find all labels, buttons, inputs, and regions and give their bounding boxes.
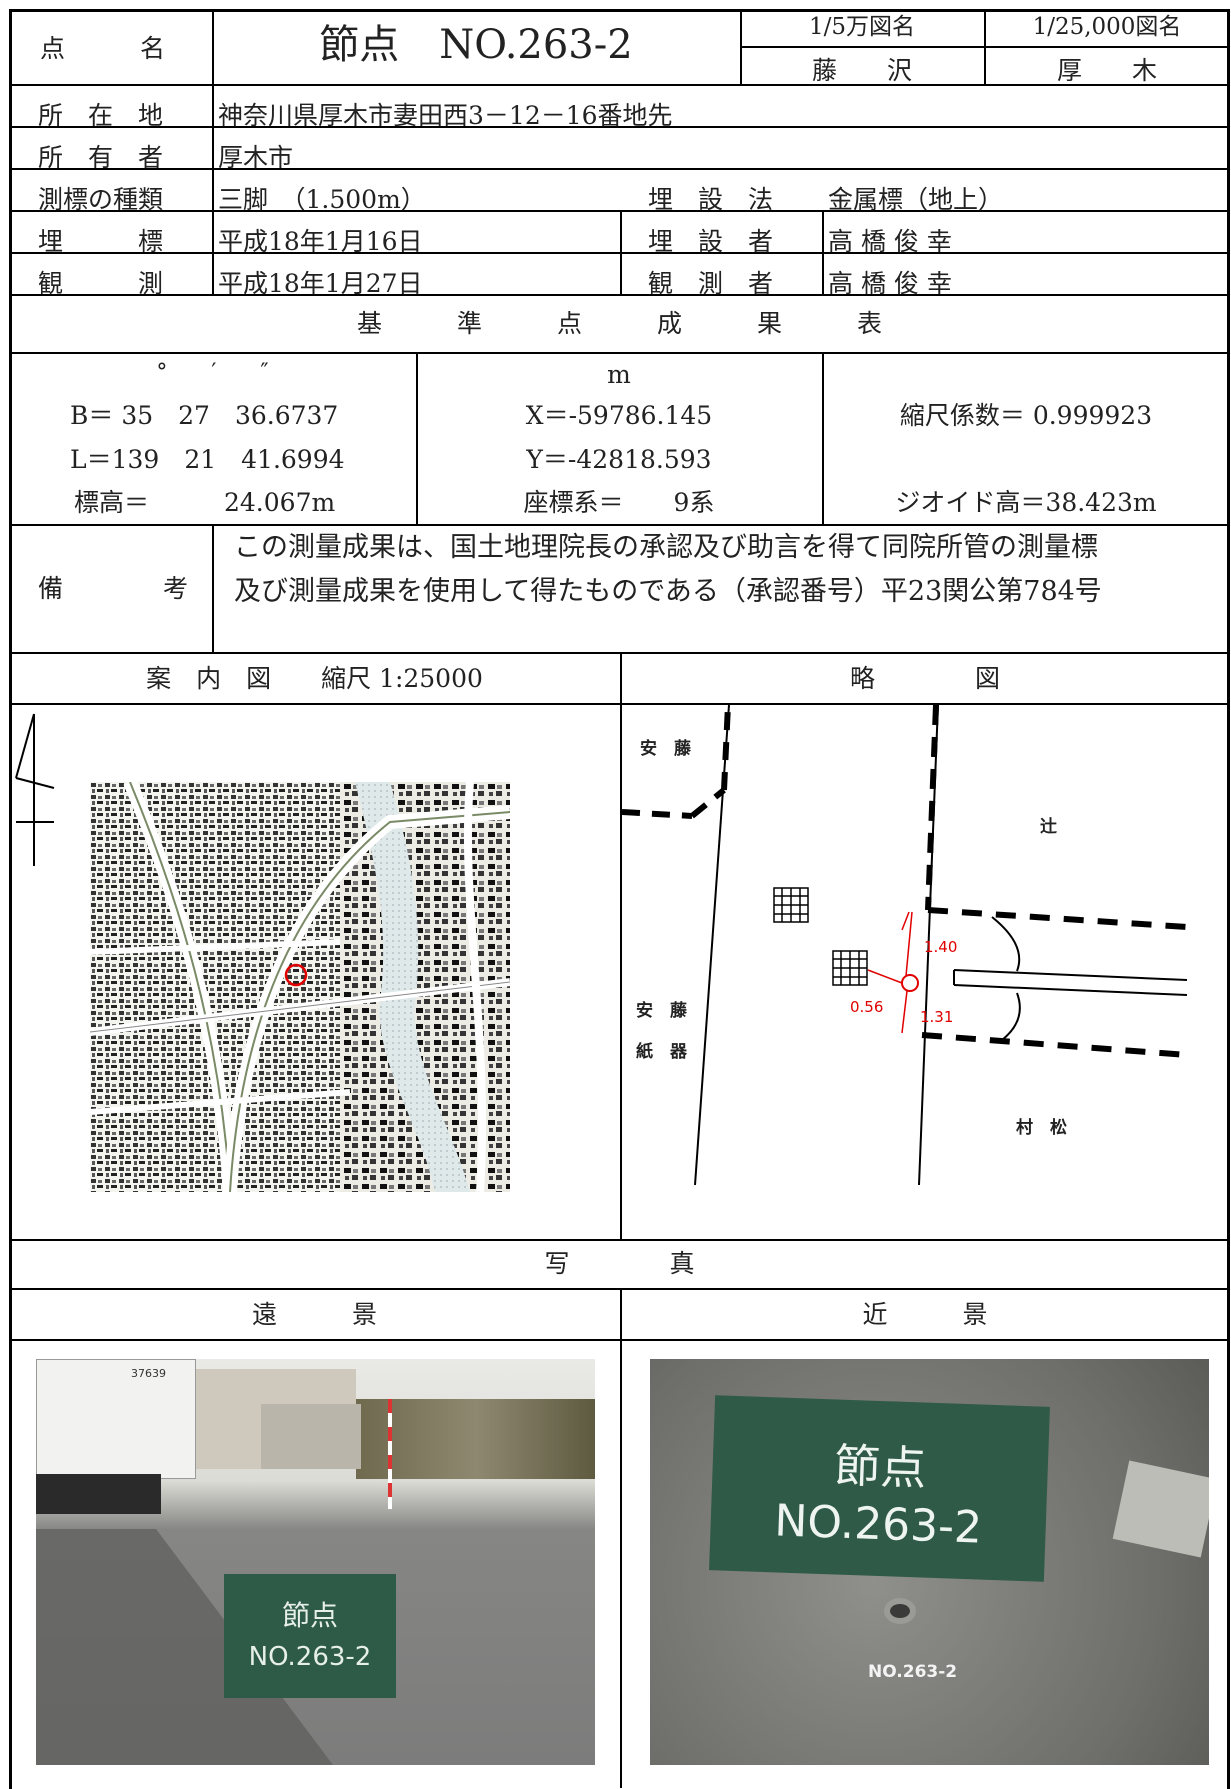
- sketch-label-muramatsu: 村 松: [1016, 1118, 1067, 1138]
- marker-type-label: 測標の種類: [38, 185, 164, 214]
- x-value: X＝-59786.145: [525, 401, 713, 430]
- remarks-line1: この測量成果は、国土地理院長の承認及び助言を得て同院所管の測量標: [234, 532, 1098, 563]
- metal-marker: [890, 1604, 910, 1618]
- observation-label: 観 測: [38, 269, 164, 298]
- board-text-2: NO.263-2: [773, 1495, 983, 1554]
- remarks-label: 備 考: [38, 574, 189, 603]
- results-title: 基 準 点 成 果 表: [356, 309, 882, 338]
- point-name: 節点 NO.263-2: [319, 22, 633, 68]
- point-name-label: 点 名: [40, 34, 166, 63]
- elevation: 標高＝ 24.067m: [74, 488, 336, 517]
- b-value: B＝ 35 27 36.6737: [70, 401, 339, 430]
- board-text-1: 節点: [833, 1438, 928, 1496]
- burier-label: 埋 設 者: [648, 227, 774, 256]
- scale-factor: 縮尺係数＝ 0.999923: [899, 401, 1153, 430]
- map25k-label: 1/25,000図名: [1032, 14, 1182, 40]
- distance-label-2: 0.56: [850, 998, 884, 1016]
- observer-label: 観 測 者: [648, 269, 774, 298]
- truck: [36, 1359, 196, 1479]
- burial-date: 平成18年1月16日: [218, 227, 423, 256]
- sketch-title: 略 図: [849, 664, 1000, 693]
- location-label: 所 在 地: [38, 101, 164, 130]
- l-value: L＝139 21 41.6994: [70, 445, 345, 474]
- map25k-value: 厚 木: [1056, 56, 1157, 85]
- survey-pole: [388, 1399, 392, 1509]
- y-value: Y＝-42818.593: [526, 445, 712, 474]
- far-view-photo: 37639 節点 NO.263-2: [36, 1359, 595, 1765]
- board-text-2: NO.263-2: [248, 1642, 372, 1672]
- north-arrow-icon: [15, 713, 55, 866]
- sketch-label-ando-top: 安 藤: [640, 739, 691, 759]
- truck-chassis: [36, 1474, 161, 1514]
- guide-map-title: 案 内 図 縮尺 1:25000: [146, 664, 483, 693]
- distance-label-3: 1.31: [920, 1008, 954, 1026]
- block-wall: [261, 1404, 361, 1469]
- chalkboard: 節点 NO.263-2: [224, 1574, 396, 1698]
- map50k-value: 藤 沢: [811, 56, 912, 85]
- burier-value: 高 橋 俊 幸: [828, 227, 952, 256]
- chalkboard: 節点 NO.263-2: [709, 1395, 1050, 1582]
- m-unit: m: [607, 360, 631, 389]
- truck-number: 37639: [131, 1367, 166, 1380]
- owner-value: 厚木市: [218, 143, 294, 172]
- sketch-label-shiki: 紙 器: [636, 1042, 687, 1062]
- coord-system: 座標系＝ 9系: [523, 488, 715, 517]
- sketch-label-tsuji: 辻: [1040, 817, 1057, 837]
- near-view-title: 近 景: [862, 1300, 988, 1329]
- tree-hedge: [356, 1399, 595, 1479]
- owner-label: 所 有 者: [38, 143, 164, 172]
- far-view-title: 遠 景: [251, 1300, 377, 1329]
- board-text-1: 節点: [281, 1599, 338, 1632]
- burial-label: 埋 標: [38, 227, 164, 256]
- curb-stone: [1112, 1460, 1209, 1558]
- observation-date: 平成18年1月27日: [218, 269, 423, 298]
- photos-title: 写 真: [544, 1249, 695, 1278]
- sheet-frame: [9, 9, 1230, 1789]
- burial-method-label: 埋 設 法: [648, 185, 774, 214]
- geoid-height: ジオイド高＝38.423m: [895, 488, 1157, 517]
- remarks-line2: 及び測量成果を使用して得たものである（承認番号）平23関公第784号: [234, 576, 1102, 607]
- ground-label: NO.263-2: [868, 1662, 958, 1682]
- map50k-label: 1/5万図名: [808, 14, 915, 40]
- distance-label-1: 1.40: [924, 938, 958, 956]
- sketch-map: [622, 705, 1188, 1186]
- guide-map-image: [90, 782, 510, 1192]
- observer-value: 高 橋 俊 幸: [828, 269, 952, 298]
- near-view-photo: 節点 NO.263-2 NO.263-2: [650, 1359, 1209, 1765]
- location-value: 神奈川県厚木市妻田西3－12－16番地先: [218, 101, 673, 130]
- building-symbol-icon: [773, 887, 868, 986]
- sketch-label-ando-bottom: 安 藤: [636, 1001, 687, 1021]
- burial-method-value: 金属標（地上）: [828, 185, 1004, 214]
- marker-type-value: 三脚 （1.500m）: [218, 185, 426, 214]
- dms-units: ° ′ ″: [156, 360, 269, 385]
